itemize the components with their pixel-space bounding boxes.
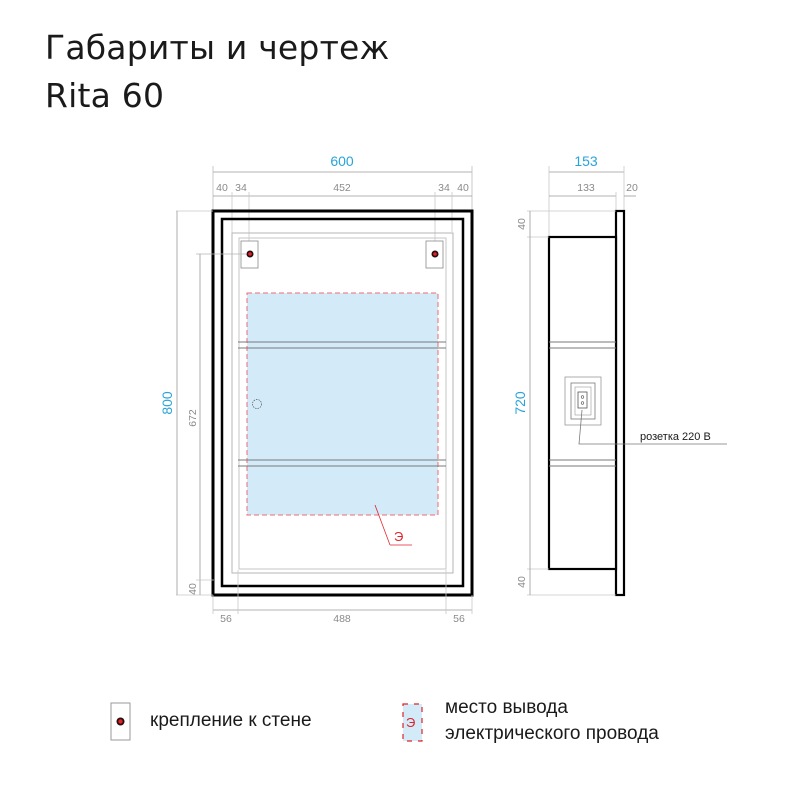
socket-label: розетка 220 В bbox=[640, 431, 711, 443]
top-sub-dimensions: 40 34 452 34 40 bbox=[213, 182, 472, 290]
svg-text:452: 452 bbox=[333, 182, 351, 194]
width-600-label: 600 bbox=[330, 153, 354, 169]
depth-153-label: 153 bbox=[574, 153, 598, 169]
svg-text:40: 40 bbox=[457, 182, 469, 194]
mount-height-dimension: 672 40 bbox=[187, 254, 214, 595]
overall-width-dimension: 600 bbox=[212, 153, 473, 212]
model-name: Rita 60 bbox=[45, 76, 165, 115]
legend-mount-label: крепление к стене bbox=[150, 710, 312, 731]
mirror-outer-frame bbox=[211, 209, 474, 597]
mirror-inner-frame bbox=[220, 217, 465, 588]
wire-outlet-zone bbox=[246, 292, 439, 516]
height-800-label: 800 bbox=[159, 391, 175, 415]
svg-text:56: 56 bbox=[453, 613, 465, 625]
depth-sub-dimensions: 133 20 bbox=[549, 182, 638, 211]
legend-wire-label-line2: электрического провода bbox=[445, 723, 659, 744]
side-view: 153 133 20 розетка 220 В bbox=[512, 153, 727, 597]
bottom-sub-dimensions: 56 488 56 bbox=[212, 570, 473, 625]
height-720-label: 720 bbox=[512, 391, 528, 415]
overall-height-dimension: 800 bbox=[159, 210, 213, 596]
front-view: 600 40 34 452 34 40 bbox=[159, 153, 474, 625]
svg-text:Э: Э bbox=[394, 529, 403, 544]
overall-depth-dimension: 153 bbox=[548, 153, 625, 237]
mount-point-right bbox=[425, 240, 444, 269]
legend-mount-icon bbox=[110, 702, 131, 741]
body-height-dimension: 40 720 40 bbox=[512, 210, 616, 596]
svg-text:488: 488 bbox=[333, 613, 351, 625]
svg-text:34: 34 bbox=[235, 182, 247, 194]
svg-text:40: 40 bbox=[516, 576, 528, 588]
sensor-switch-icon bbox=[252, 399, 262, 409]
mirror-frame-side bbox=[614, 209, 626, 597]
legend-wire-label-line1: место вывода bbox=[445, 697, 568, 718]
socket-220v-icon: розетка 220 В bbox=[564, 376, 727, 445]
svg-text:40: 40 bbox=[216, 182, 228, 194]
cabinet-body-outline bbox=[231, 232, 454, 574]
wire-marker: Э bbox=[374, 504, 412, 546]
svg-text:40: 40 bbox=[516, 218, 528, 230]
mount-point-left bbox=[196, 240, 259, 269]
svg-text:56: 56 bbox=[220, 613, 232, 625]
svg-text:34: 34 bbox=[438, 182, 450, 194]
page-title: Габариты и чертеж bbox=[45, 28, 390, 67]
svg-text:133: 133 bbox=[577, 182, 595, 194]
svg-text:40: 40 bbox=[187, 583, 199, 595]
legend-wire-icon: Э bbox=[402, 703, 423, 742]
svg-text:672: 672 bbox=[187, 409, 199, 427]
svg-text:20: 20 bbox=[626, 182, 638, 194]
svg-text:Э: Э bbox=[406, 715, 415, 730]
